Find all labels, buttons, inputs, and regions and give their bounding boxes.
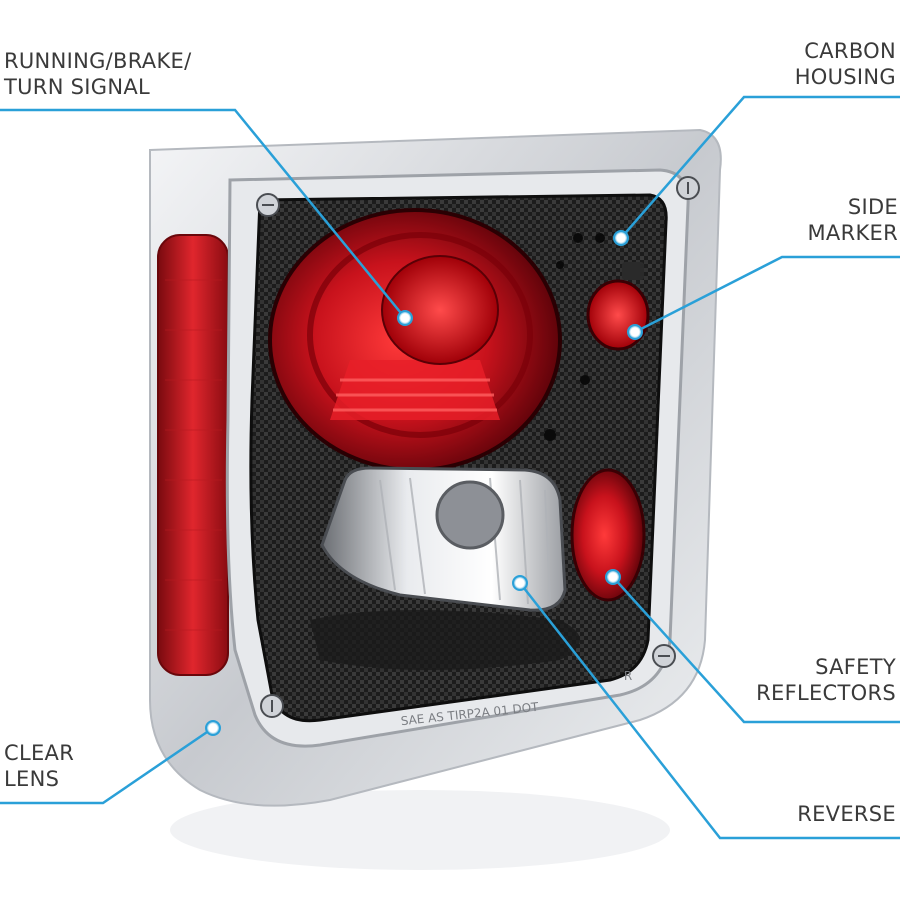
callout-side-marker [634, 255, 900, 334]
brake-lens-steps [333, 378, 497, 412]
callout-dots [205, 230, 643, 736]
dot-running [397, 310, 413, 326]
label-reverse: REVERSE [797, 801, 896, 827]
dot-clear-lens [205, 720, 221, 736]
mount-screw-slots [262, 182, 689, 712]
callout-carbon [620, 95, 900, 239]
label-carbon-housing: CARBON HOUSING [795, 38, 896, 90]
callout-reverse [519, 582, 900, 840]
label-clear-lens: CLEAR LENS [4, 740, 74, 792]
callout-clear-lens [0, 726, 214, 805]
label-clear-line1: CLEAR [4, 741, 75, 765]
brake-lens-core [381, 255, 499, 365]
label-safety-line1: SAFETY [815, 655, 896, 679]
label-safety-line2: REFLECTORS [756, 681, 896, 705]
reverse-bulb [435, 480, 505, 550]
bulb-socket-lower [310, 610, 580, 670]
label-clear-line2: LENS [4, 767, 60, 791]
label-side-marker: SIDE MARKER [807, 194, 898, 246]
label-running-brake-turn: RUNNING/BRAKE/ TURN SIGNAL [4, 48, 191, 100]
dot-side-marker [627, 324, 643, 340]
label-running-line1: RUNNING/BRAKE/ [4, 49, 192, 73]
dot-reverse [512, 575, 528, 591]
housing-holes [544, 233, 605, 441]
label-reverse-line1: REVERSE [797, 802, 896, 826]
label-carbon-line1: CARBON [804, 39, 896, 63]
side-reflector-texture [165, 279, 222, 631]
side-reflector-strip [157, 234, 229, 676]
floor-reflection [170, 790, 670, 870]
label-carbon-line2: HOUSING [794, 65, 896, 89]
label-side-line1: SIDE [847, 195, 898, 219]
embossed-letter: R [624, 669, 632, 683]
safety-reflector [570, 468, 646, 602]
dot-safety [605, 569, 621, 585]
label-side-line2: MARKER [807, 221, 898, 245]
brake-lens-ring [307, 232, 533, 438]
dot-carbon [613, 230, 629, 246]
callout-running [0, 108, 406, 319]
callout-lines [0, 95, 900, 840]
side-marker-mount [622, 262, 644, 280]
callout-safety [612, 576, 900, 724]
label-running-line2: TURN SIGNAL [4, 75, 151, 99]
label-safety-reflectors: SAFETY REFLECTORS [756, 654, 896, 706]
brake-lens-reflector [330, 360, 500, 420]
